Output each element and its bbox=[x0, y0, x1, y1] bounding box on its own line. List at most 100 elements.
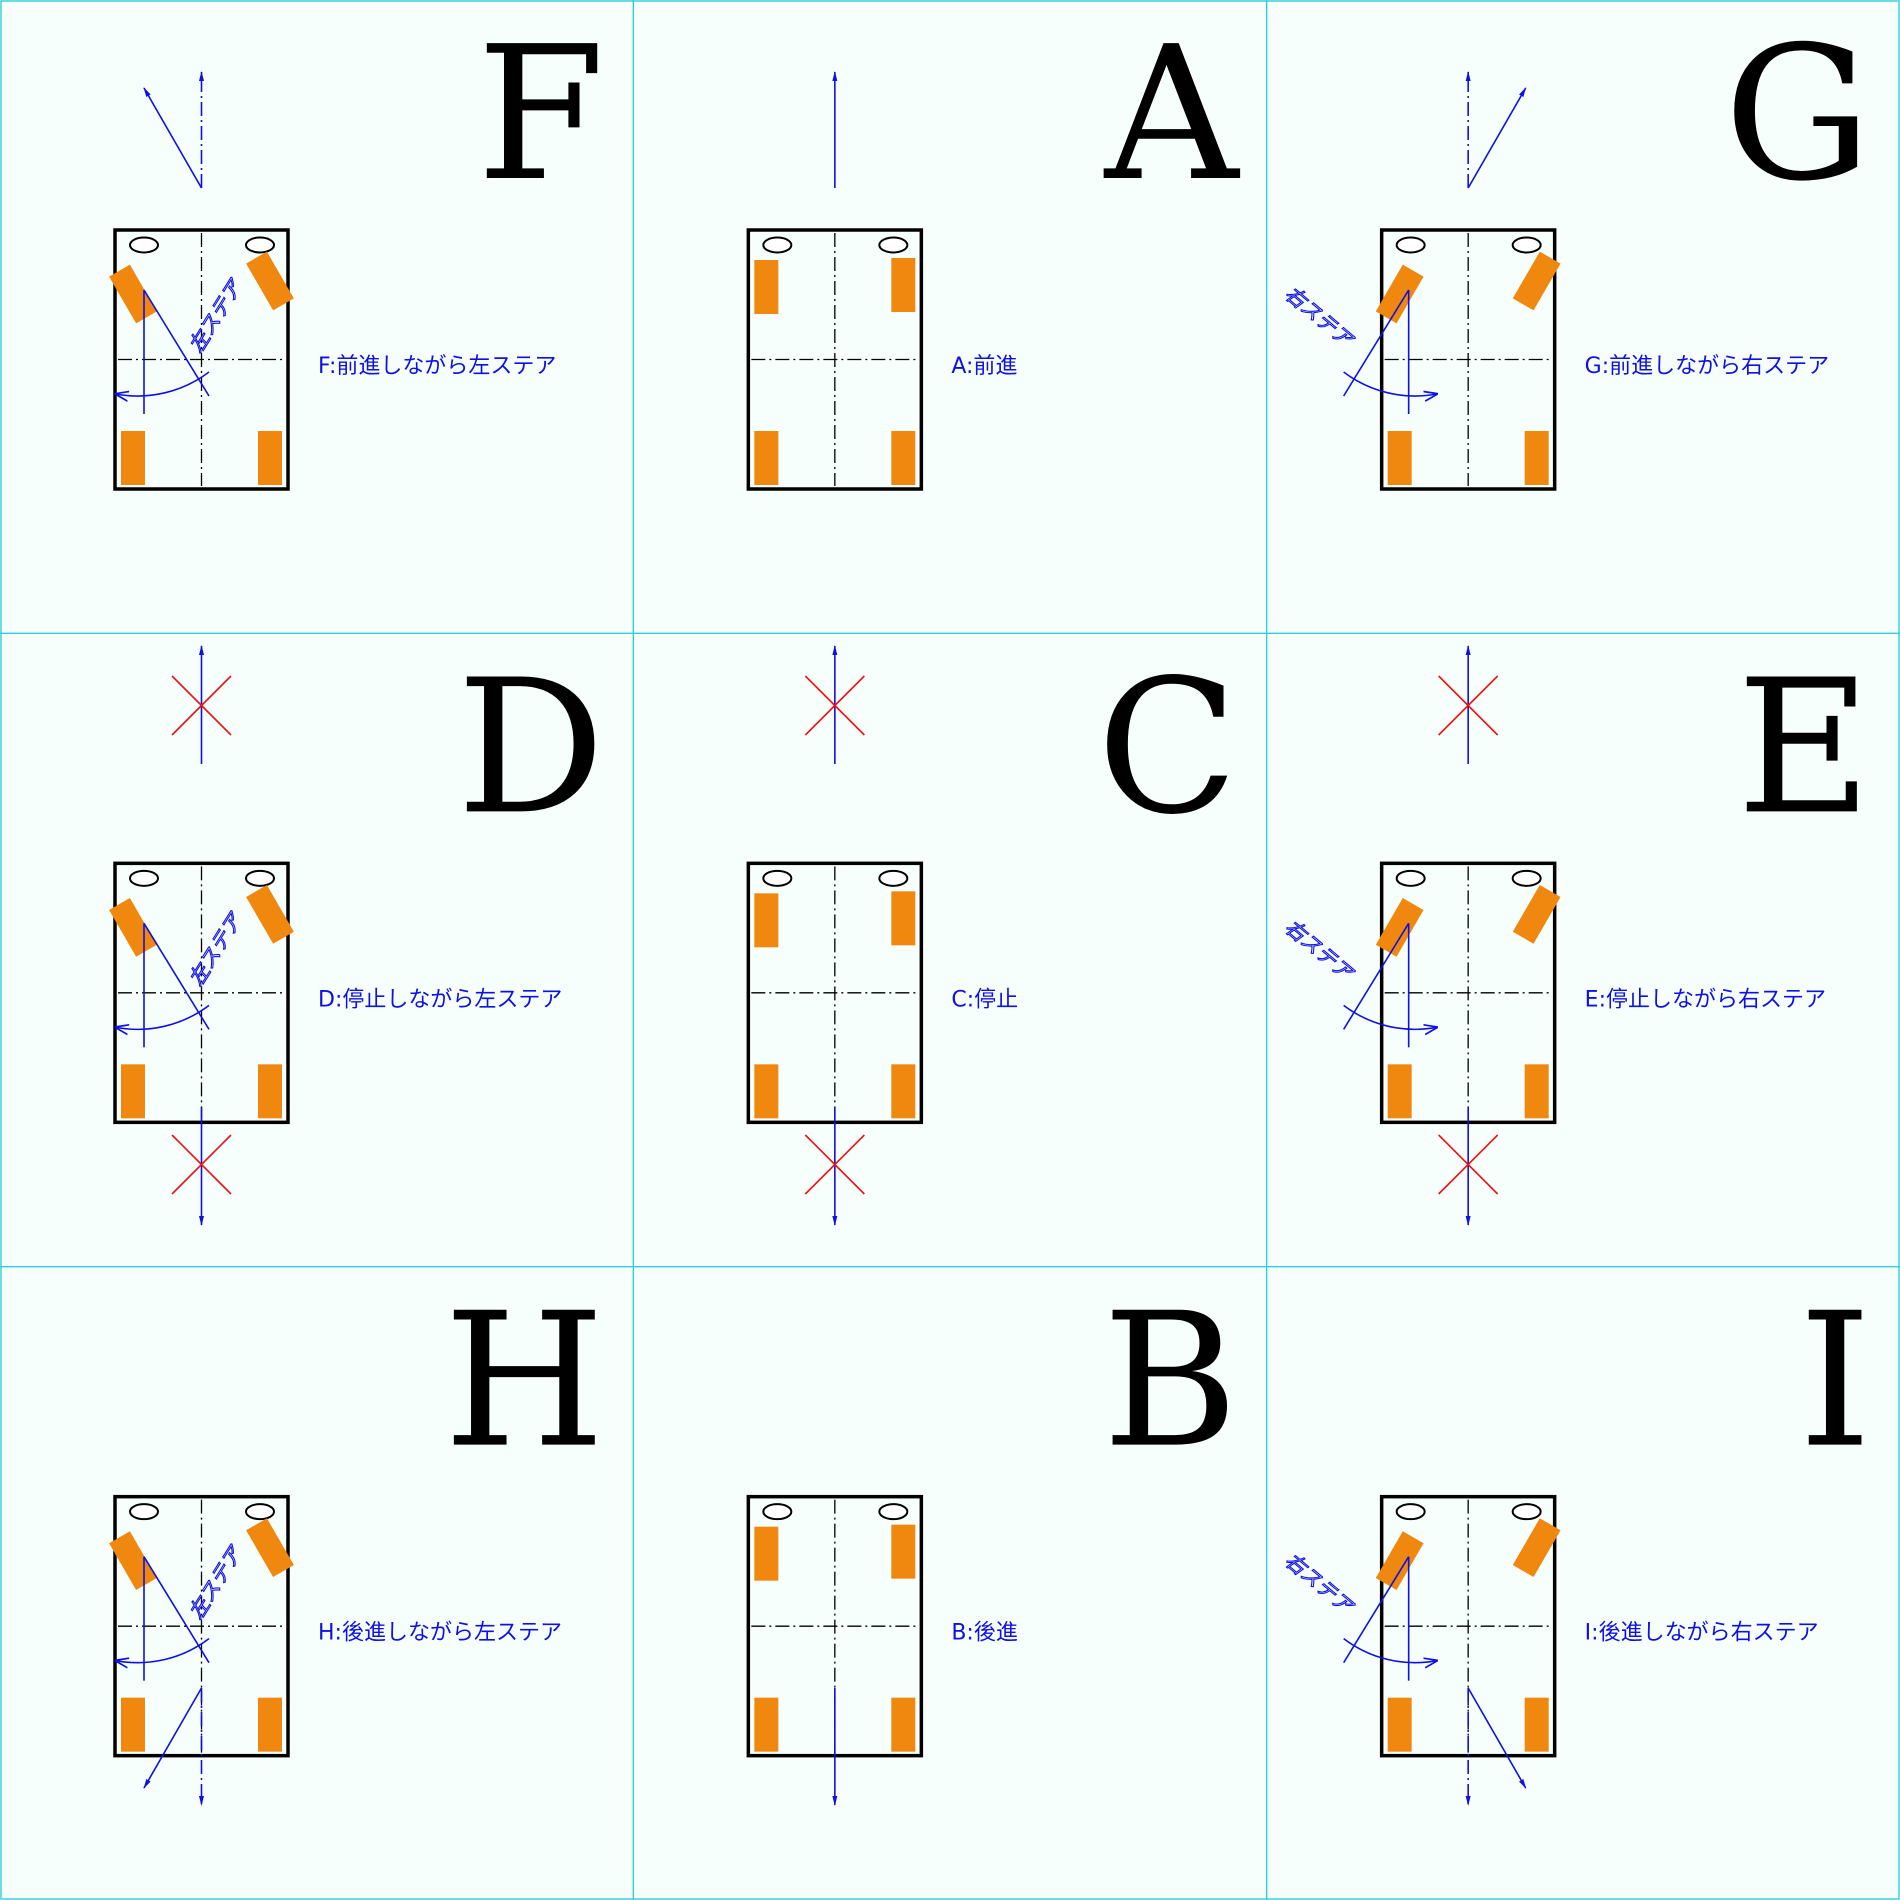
caster-right bbox=[245, 869, 275, 887]
caster-left bbox=[762, 1503, 793, 1521]
caster-left bbox=[762, 236, 793, 254]
vehicle bbox=[1375, 1494, 1561, 1758]
motion-indicator bbox=[1465, 1687, 1527, 1806]
caster-left bbox=[129, 236, 159, 254]
vehicle bbox=[1375, 228, 1561, 491]
caster-left bbox=[129, 1503, 159, 1521]
caster-right bbox=[1511, 236, 1542, 254]
front-wheel-right bbox=[891, 1524, 916, 1579]
vehicle bbox=[746, 861, 924, 1125]
rear-wheel-left bbox=[121, 1064, 145, 1119]
front-wheel-right bbox=[891, 258, 916, 312]
caster-right bbox=[1511, 869, 1542, 887]
steer-direction-arrow bbox=[1467, 1687, 1527, 1789]
steer-angle-line bbox=[1342, 922, 1410, 1030]
steer-angle-line bbox=[1342, 289, 1410, 397]
panel-letter: C bbox=[1097, 639, 1239, 855]
caster-left bbox=[1395, 236, 1426, 254]
caster-right bbox=[245, 1503, 275, 1521]
cross-mark bbox=[804, 1134, 865, 1195]
panel-caption: E:停止しながら右ステア bbox=[1585, 987, 1826, 1012]
steer-arc-arrow bbox=[116, 1638, 210, 1663]
rear-wheel-right bbox=[1524, 431, 1549, 485]
steer-angle-line bbox=[143, 922, 210, 1030]
panel-caption: D:停止しながら左ステア bbox=[318, 987, 562, 1012]
panel-caption: G:前進しながら右ステア bbox=[1585, 354, 1829, 379]
vehicle bbox=[746, 1494, 924, 1758]
panel-letter: D bbox=[457, 639, 605, 855]
cross-mark bbox=[171, 675, 232, 736]
caster-right bbox=[878, 236, 909, 254]
panel-caption: C:停止 bbox=[951, 987, 1018, 1012]
panel-c: C C:停止 bbox=[746, 639, 1239, 1226]
panel-caption: H:後進しながら左ステア bbox=[318, 1621, 562, 1646]
caster-left bbox=[1395, 869, 1426, 887]
front-wheel-left bbox=[109, 897, 157, 957]
steer-arc-arrow bbox=[116, 371, 210, 396]
steer-angle-line bbox=[1342, 1556, 1410, 1664]
front-wheel-left bbox=[109, 264, 157, 324]
front-wheel-left bbox=[1375, 897, 1424, 957]
rear-wheel-left bbox=[754, 1697, 779, 1752]
panel-letter: A bbox=[1103, 6, 1241, 222]
panel-letter: B bbox=[1102, 1273, 1238, 1489]
front-wheel-right bbox=[1512, 1518, 1561, 1578]
rear-wheel-left bbox=[1387, 1064, 1412, 1119]
front-wheel-left bbox=[109, 1531, 157, 1591]
panel-a: A A:前進 bbox=[746, 6, 1241, 491]
rear-wheel-right bbox=[258, 1697, 282, 1752]
caster-right bbox=[878, 869, 909, 887]
steer-arc-arrow bbox=[1343, 1004, 1437, 1029]
steer-arc-arrow bbox=[116, 1004, 210, 1029]
vehicle-body bbox=[1379, 228, 1557, 491]
front-wheel-right bbox=[246, 251, 294, 311]
rear-wheel-right bbox=[891, 1697, 916, 1752]
panel-letter: G bbox=[1724, 6, 1872, 222]
rear-wheel-right bbox=[258, 431, 282, 485]
rear-wheel-right bbox=[1524, 1697, 1549, 1752]
rear-wheel-left bbox=[754, 431, 779, 485]
panel-letter: F bbox=[477, 6, 605, 222]
panel-b: BB:後進 bbox=[746, 1273, 1238, 1806]
steer-angle-line bbox=[143, 289, 210, 397]
panel-letter: E bbox=[1737, 639, 1872, 855]
caster-right bbox=[245, 236, 275, 254]
front-wheel-right bbox=[246, 884, 294, 944]
cross-mark bbox=[804, 675, 865, 736]
front-wheel-right bbox=[246, 1518, 294, 1578]
panel-caption: F:前進しながら左ステア bbox=[318, 354, 556, 379]
front-wheel-left bbox=[754, 260, 779, 314]
vehicle bbox=[109, 228, 294, 491]
cross-mark bbox=[1438, 1134, 1499, 1195]
front-wheel-left bbox=[1375, 1531, 1424, 1591]
panel-letter: H bbox=[444, 1273, 605, 1489]
front-wheel-right bbox=[1512, 251, 1561, 311]
motion-indicator bbox=[143, 1687, 204, 1806]
motion-indicator bbox=[171, 644, 232, 1226]
front-wheel-right bbox=[891, 891, 916, 946]
vehicle bbox=[109, 1494, 294, 1758]
vehicle-body bbox=[113, 228, 290, 491]
front-wheel-right bbox=[1512, 884, 1561, 944]
steer-arc-arrow bbox=[1343, 371, 1437, 396]
steer-angle-line bbox=[143, 1556, 210, 1664]
motion-indicator bbox=[804, 644, 865, 1226]
rear-wheel-right bbox=[891, 431, 916, 485]
panel-caption: I:後進しながら右ステア bbox=[1585, 1621, 1819, 1646]
cross-mark bbox=[171, 1134, 232, 1195]
rear-wheel-left bbox=[121, 1697, 145, 1752]
panels: FF:前進しながら左ステア左ステアAA:前進GG:前進しながら右ステア右ステアD… bbox=[109, 6, 1872, 1806]
motion-indicator bbox=[1465, 71, 1527, 189]
rear-wheel-right bbox=[891, 1064, 916, 1119]
panel-caption: A:前進 bbox=[951, 354, 1017, 379]
steer-direction-arrow bbox=[143, 1687, 203, 1789]
front-wheel-left bbox=[754, 1526, 779, 1581]
caster-left bbox=[129, 869, 159, 887]
caster-left bbox=[762, 869, 793, 887]
